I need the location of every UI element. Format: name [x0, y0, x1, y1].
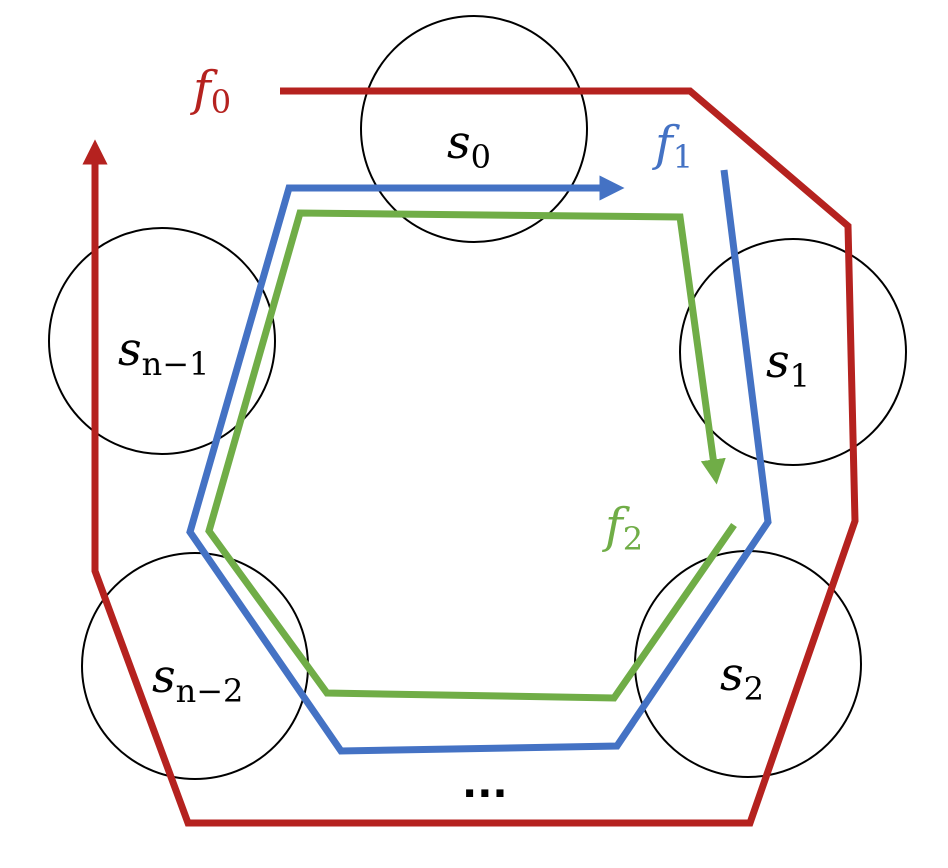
flow-label-f2: f2: [602, 498, 643, 558]
node-circle-s0: [360, 15, 588, 243]
flow-path-f1: [186, 169, 772, 755]
node-circle-sn-2: [81, 552, 309, 780]
node-circle-s1: [679, 238, 907, 466]
node-label-s0: s0: [447, 115, 491, 176]
node-label-s2: s2: [720, 647, 764, 708]
flow-label-f1: f1: [652, 116, 693, 176]
node-label-s1: s1: [766, 334, 810, 395]
ellipsis-label: ...: [462, 761, 508, 807]
flow-path-f0: [82, 87, 859, 827]
node-circle-sn-1: [48, 227, 276, 455]
flow-path-f2: [205, 209, 737, 702]
node-label-sn-2: sn−2: [152, 649, 243, 710]
flow-label-f0: f0: [190, 61, 231, 121]
node-label-sn-1: sn−1: [118, 322, 209, 383]
